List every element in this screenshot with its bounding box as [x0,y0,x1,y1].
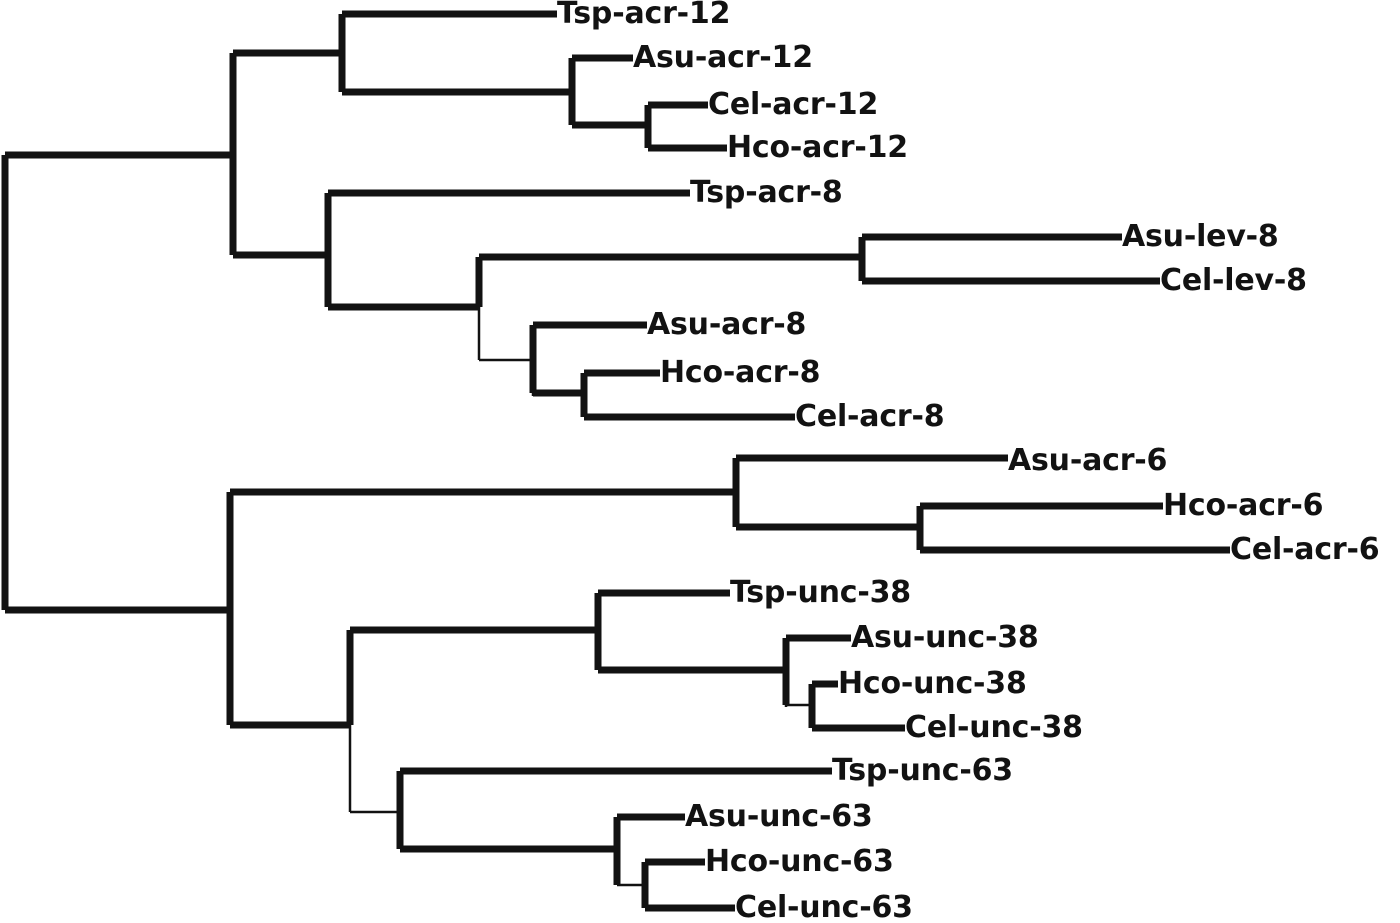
tip-label-asu-acr-8: Asu-acr-8 [647,307,807,342]
tip-label-cel-acr-6: Cel-acr-6 [1230,532,1380,567]
tip-label-tsp-acr-8: Tsp-acr-8 [690,175,843,210]
tip-label-asu-acr-6: Asu-acr-6 [1008,443,1168,478]
tip-label-hco-acr-6: Hco-acr-6 [1163,488,1324,523]
thin-branch-group [348,307,812,887]
tip-label-cel-acr-12: Cel-acr-12 [708,87,879,122]
tip-label-tsp-unc-63: Tsp-unc-63 [832,753,1013,788]
tip-label-asu-lev-8: Asu-lev-8 [1122,219,1279,254]
tip-label-cel-acr-8: Cel-acr-8 [795,399,945,434]
thick-branch-group [1,10,1230,912]
tip-label-cel-lev-8: Cel-lev-8 [1160,263,1307,298]
tip-label-asu-acr-12: Asu-acr-12 [633,40,813,75]
tip-label-asu-unc-63: Asu-unc-63 [685,799,873,834]
tip-label-hco-unc-38: Hco-unc-38 [838,666,1027,701]
tip-label-cel-unc-38: Cel-unc-38 [905,710,1083,745]
tip-label-hco-unc-63: Hco-unc-63 [705,844,894,879]
tip-label-hco-acr-12: Hco-acr-12 [727,130,908,165]
tip-label-hco-acr-8: Hco-acr-8 [660,355,821,390]
tip-label-asu-unc-38: Asu-unc-38 [851,620,1039,655]
tip-label-tsp-acr-12: Tsp-acr-12 [557,0,731,31]
tip-label-tsp-unc-38: Tsp-unc-38 [730,575,911,610]
tip-label-cel-unc-63: Cel-unc-63 [735,890,913,923]
